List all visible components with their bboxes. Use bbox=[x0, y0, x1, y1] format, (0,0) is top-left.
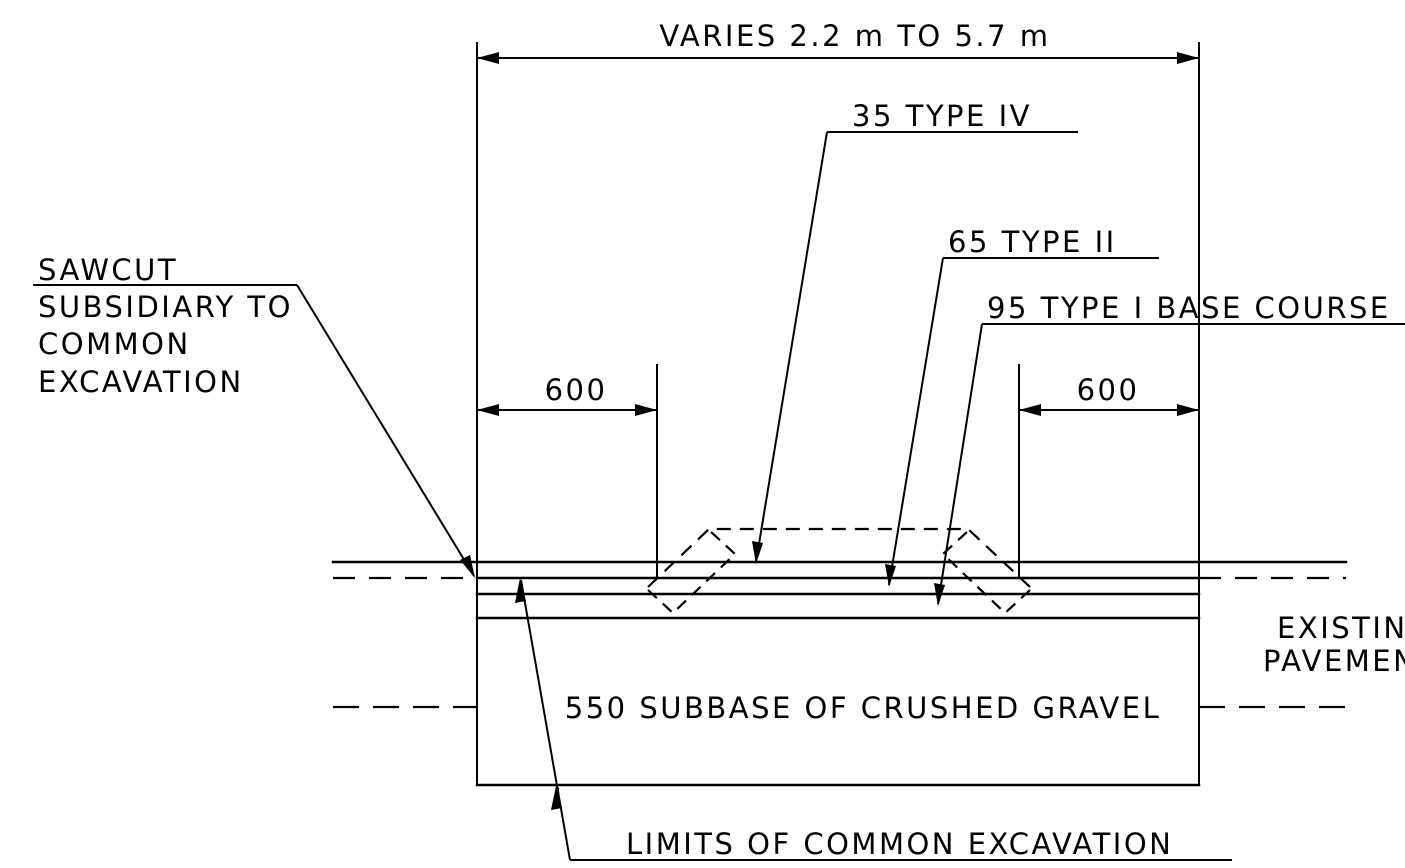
base-course-callout: 95 TYPE I BASE COURSE bbox=[934, 291, 1405, 606]
pavement-layers bbox=[331, 560, 1348, 787]
arrowhead bbox=[515, 578, 526, 603]
base-course-label: 95 TYPE I BASE COURSE bbox=[987, 291, 1391, 325]
left-offset-dimension: 600 bbox=[477, 364, 658, 578]
type-ii-callout: 65 TYPE II bbox=[885, 225, 1159, 587]
left-offset-label: 600 bbox=[545, 373, 608, 407]
arrowhead bbox=[1177, 52, 1199, 64]
subbase-label: 550 SUBBASE OF CRUSHED GRAVEL bbox=[565, 691, 1161, 725]
limits-label: LIMITS OF COMMON EXCAVATION bbox=[626, 827, 1173, 861]
sawcut-callout: SAWCUT SUBSIDIARY TO COMMON EXCAVATION bbox=[33, 253, 475, 578]
existing-label-line1: EXISTING bbox=[1277, 611, 1405, 645]
type-ii-label: 65 TYPE II bbox=[948, 225, 1117, 259]
arrowhead bbox=[752, 541, 763, 564]
limits-callout: LIMITS OF COMMON EXCAVATION bbox=[515, 578, 1232, 861]
arrowhead bbox=[477, 52, 499, 64]
sawcut-label-line3: COMMON bbox=[38, 327, 191, 361]
arrowhead bbox=[1019, 404, 1041, 416]
arrowhead bbox=[460, 555, 475, 578]
type-iv-label: 35 TYPE IV bbox=[852, 99, 1032, 133]
overall-width-label: VARIES 2.2 m TO 5.7 m bbox=[659, 19, 1050, 53]
existing-label-line2: PAVEMENT bbox=[1263, 644, 1405, 678]
overall-width-dimension: VARIES 2.2 m TO 5.7 m bbox=[476, 19, 1200, 785]
sawcut-label-line4: EXCAVATION bbox=[38, 365, 244, 399]
arrowhead bbox=[934, 583, 945, 606]
sawcut-label-line2: SUBSIDIARY TO bbox=[38, 290, 293, 324]
arrowhead bbox=[477, 404, 499, 416]
transition-outline bbox=[647, 527, 1031, 615]
sawcut-label-line1: SAWCUT bbox=[38, 253, 178, 287]
right-offset-label: 600 bbox=[1077, 373, 1140, 407]
arrowhead bbox=[551, 786, 562, 810]
existing-pavement-label: EXISTING PAVEMENT bbox=[1263, 611, 1405, 678]
arrowhead bbox=[635, 404, 657, 416]
type-iv-callout: 35 TYPE IV bbox=[752, 99, 1078, 564]
right-offset-dimension: 600 bbox=[1018, 364, 1199, 578]
arrowhead bbox=[1177, 404, 1199, 416]
arrowhead bbox=[885, 564, 896, 587]
